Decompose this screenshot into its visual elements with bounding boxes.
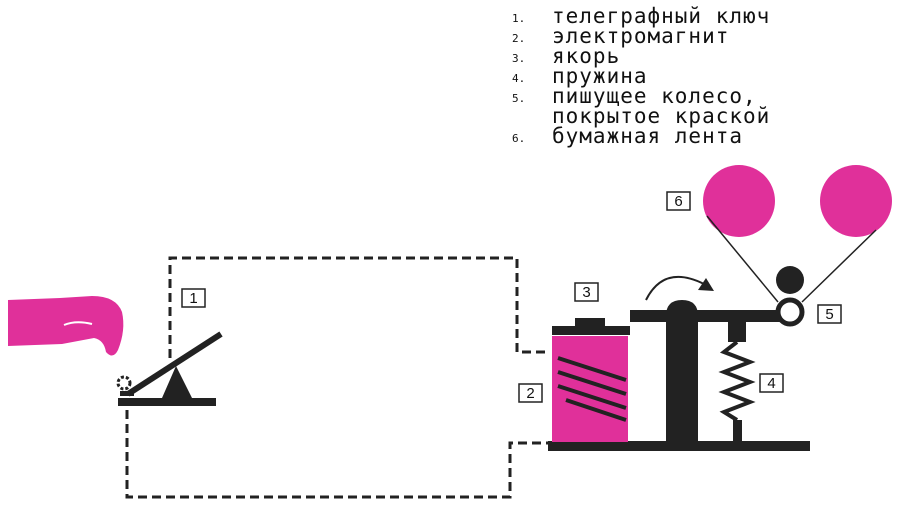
- paper-tape: [703, 165, 892, 303]
- legend-text: пружина: [552, 64, 648, 88]
- key-base: [118, 398, 216, 406]
- legend-number: 6.: [512, 132, 526, 145]
- legend-number: 4.: [512, 72, 526, 85]
- label-6-text: 6: [674, 193, 682, 210]
- receiver-base: [548, 441, 810, 451]
- legend-item: покрытое краской: [512, 104, 771, 128]
- legend-item: 1. телеграфный ключ: [512, 4, 771, 28]
- legend-text: электромагнит: [552, 24, 730, 48]
- tape-roll-right: [820, 165, 892, 237]
- writing-wheel: [775, 266, 805, 327]
- telegraph-key: [116, 331, 223, 406]
- label-3-text: 3: [582, 284, 590, 301]
- legend-text: якорь: [552, 44, 621, 68]
- key-fulcrum: [162, 366, 192, 398]
- legend-text: пишущее колесо,: [552, 84, 757, 108]
- label-1-text: 1: [189, 290, 197, 307]
- label-3: 3: [574, 282, 599, 302]
- label-5-text: 5: [825, 306, 833, 323]
- legend-item: 6. бумажная лента: [512, 124, 770, 148]
- label-2: 2: [518, 383, 543, 403]
- legend-number: 1.: [512, 12, 526, 25]
- legend-text: телеграфный ключ: [552, 4, 771, 28]
- label-6: 6: [666, 191, 691, 211]
- pivot-post: [666, 300, 698, 444]
- spring: [718, 322, 756, 442]
- key-lever: [126, 331, 223, 397]
- legend-item: 4. пружина: [512, 64, 770, 88]
- legend-number: 3.: [512, 52, 526, 65]
- key-contact: [120, 391, 134, 396]
- label-2-text: 2: [526, 385, 534, 402]
- legend-text: покрытое краской: [552, 104, 771, 128]
- label-5: 5: [817, 304, 842, 324]
- label-4: 4: [759, 373, 784, 393]
- label-1: 1: [181, 288, 206, 308]
- legend-number: 2.: [512, 32, 526, 45]
- legend-item: 2. электромагнит: [512, 24, 770, 48]
- label-4-text: 4: [767, 375, 775, 392]
- legend-item: 3. якорь: [512, 44, 770, 68]
- electromagnet: [552, 336, 628, 442]
- key-spring-coil: [116, 375, 132, 391]
- legend: 1. телеграфный ключ 2. электромагнит 3. …: [512, 4, 771, 148]
- printing-wheel: [775, 297, 805, 327]
- legend-item: 5. пишущее колесо,: [512, 84, 770, 108]
- circuit-wire: [168, 256, 548, 358]
- legend-text: бумажная лента: [552, 124, 744, 148]
- tape-roll-left: [703, 165, 775, 237]
- hand-icon: [8, 296, 124, 356]
- legend-number: 5.: [512, 92, 526, 105]
- circuit-wire-return: [125, 410, 550, 499]
- rotation-arrow-icon: [645, 275, 714, 301]
- ink-roller: [776, 266, 804, 294]
